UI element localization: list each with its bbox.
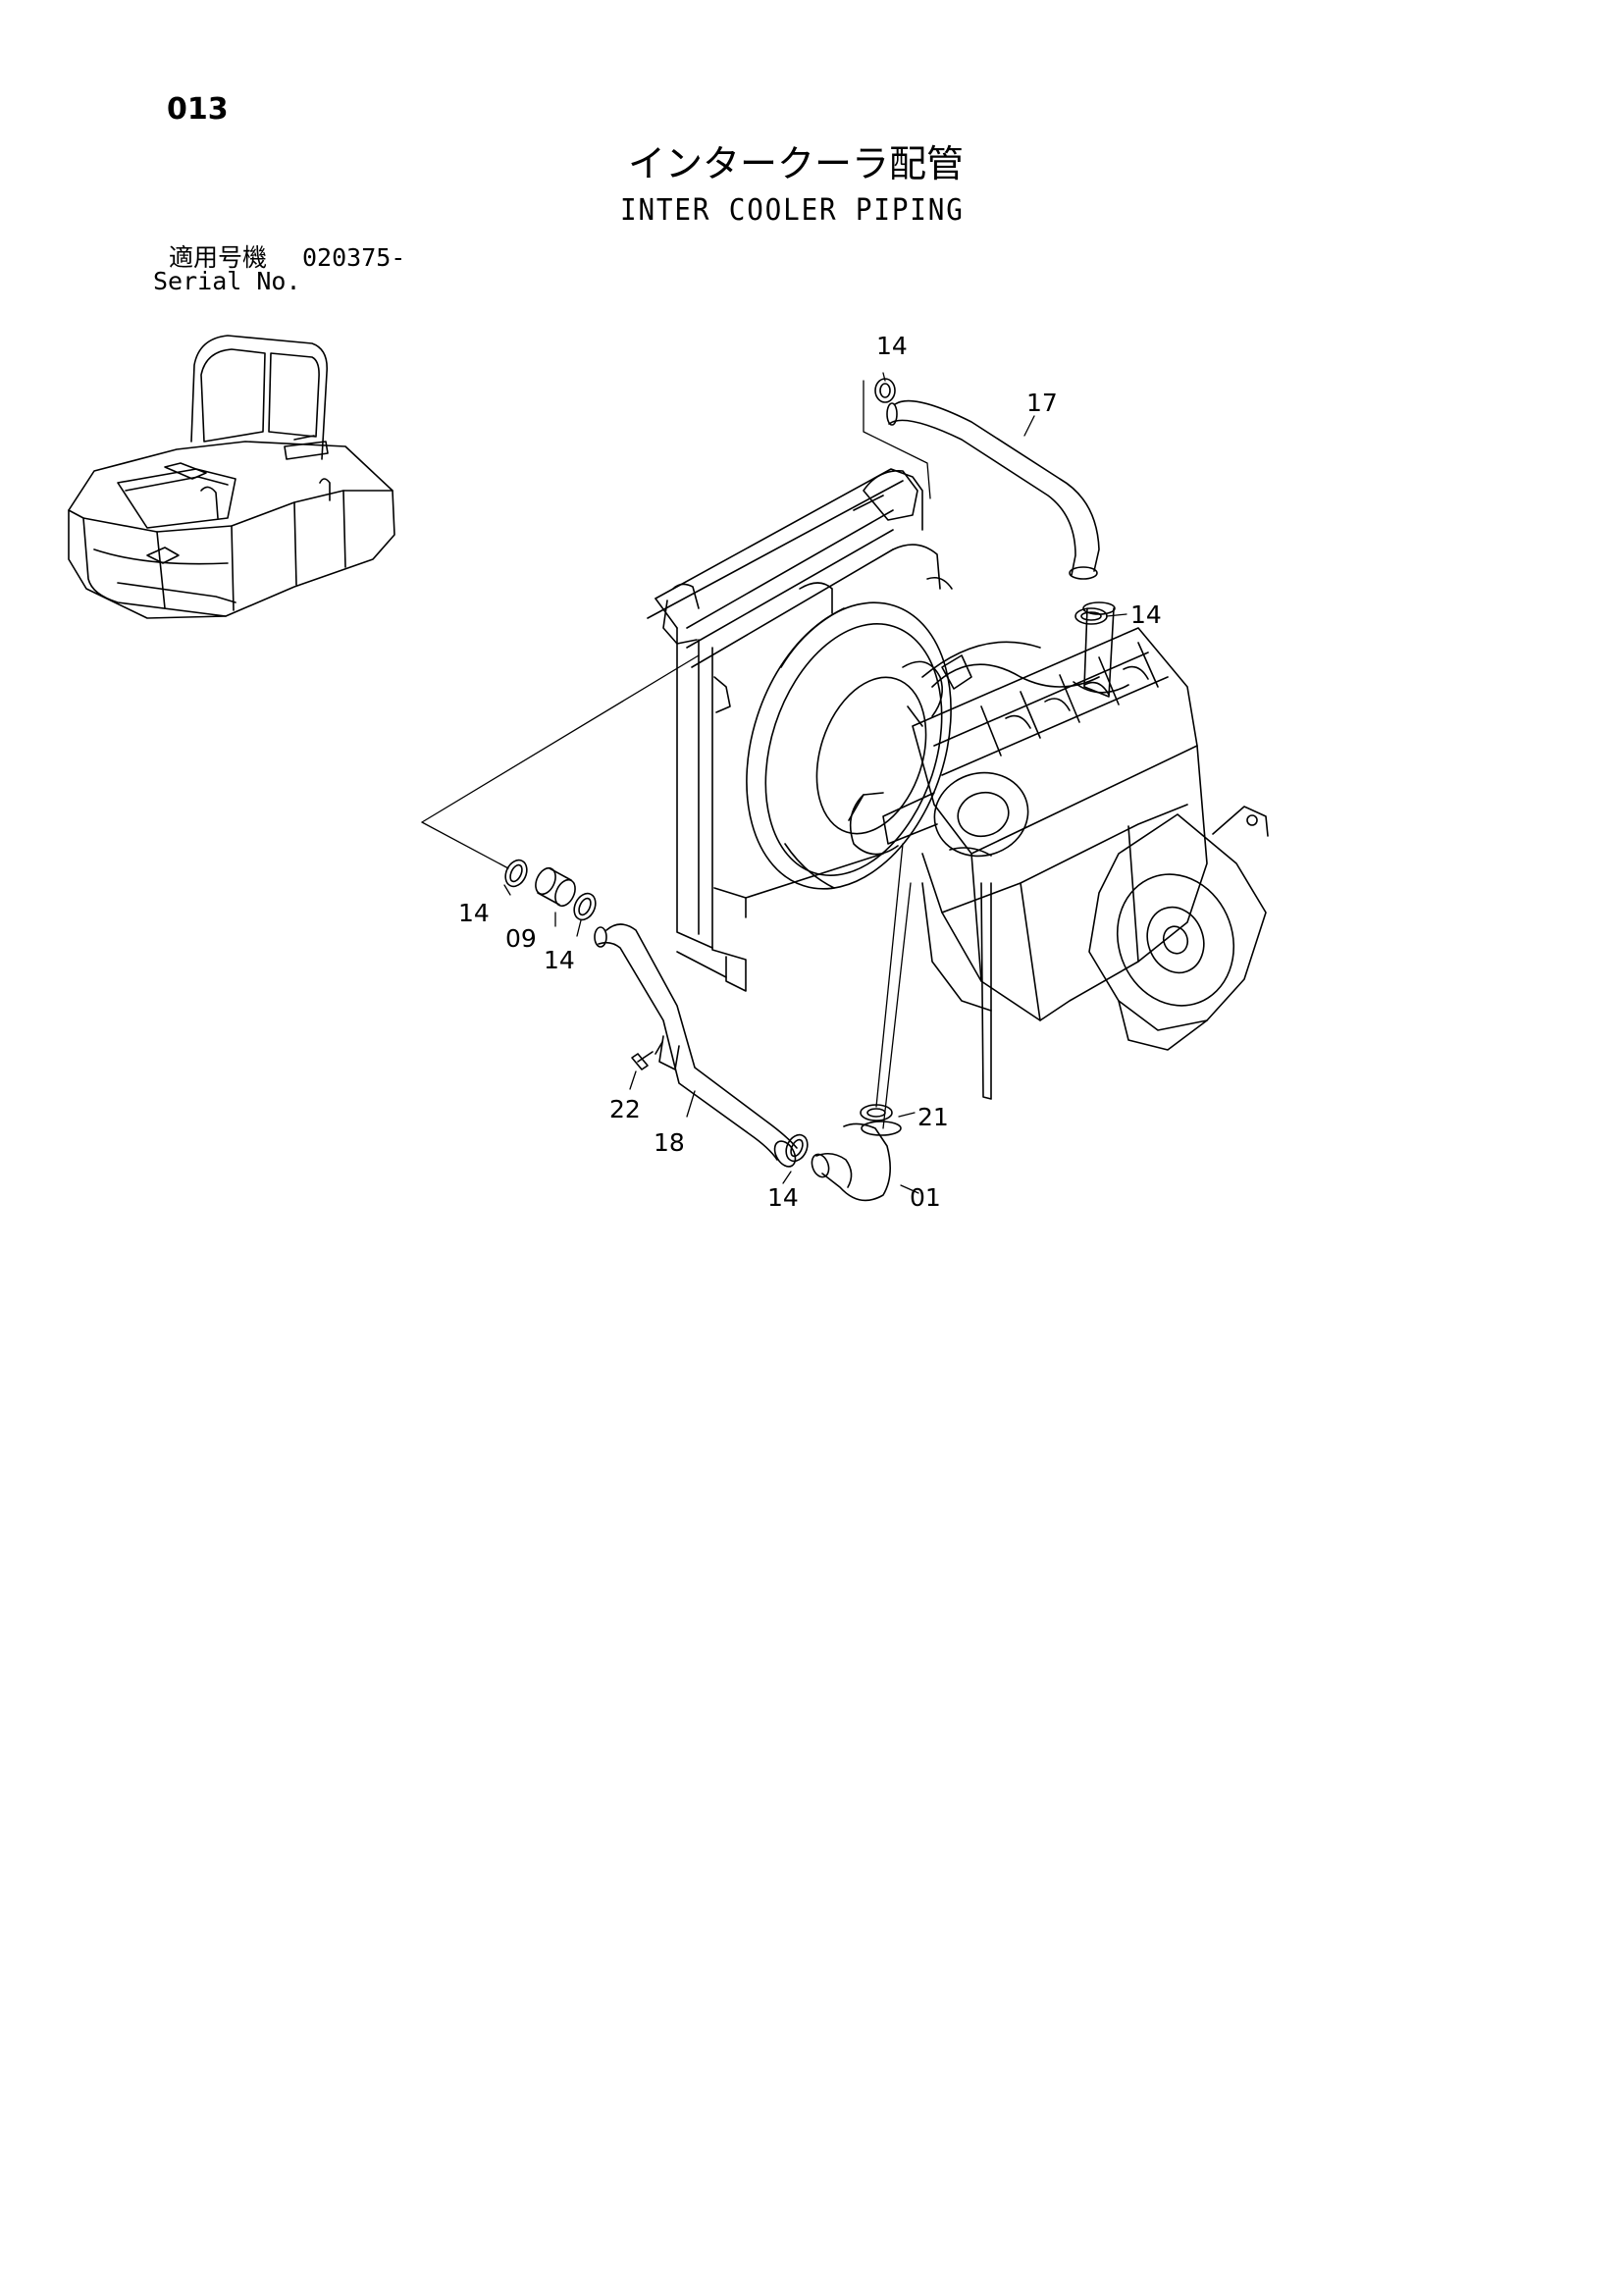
clamp-14-bottom <box>782 1131 812 1165</box>
radiator-intercooler-core <box>648 469 971 991</box>
page-title-english: INTER COOLER PIPING <box>620 193 965 228</box>
serial-label-english: Serial No. <box>153 267 301 295</box>
callout-21: 21 <box>917 1103 949 1131</box>
page-number: 013 <box>167 92 229 127</box>
callout-22: 22 <box>609 1095 641 1123</box>
bolt-22 <box>632 1052 653 1069</box>
callout-01: 01 <box>910 1183 941 1212</box>
hose-18 <box>595 924 800 1171</box>
clamp-14-left-a <box>501 857 531 890</box>
clamp-14-left-b <box>570 890 600 923</box>
clamps <box>501 379 1107 1165</box>
callout-14-left-a: 14 <box>458 899 490 927</box>
callout-09: 09 <box>505 924 537 953</box>
callout-14-left-b: 14 <box>544 946 575 974</box>
excavator-thumbnail <box>69 336 394 618</box>
serial-label-japanese: 適用号機 <box>169 243 268 272</box>
serial-number-value: 020375- <box>302 243 406 272</box>
elbow-01 <box>809 1121 901 1200</box>
flywheel-housing <box>1089 807 1268 1050</box>
fan-shroud <box>711 576 985 915</box>
page-title-japanese: インタークーラ配管 <box>628 142 965 185</box>
clamp-14-right <box>1075 608 1107 624</box>
sleeve-09 <box>532 865 579 910</box>
callout-14-bottom: 14 <box>767 1183 799 1212</box>
leader-lines <box>422 373 1126 1193</box>
callout-18: 18 <box>654 1128 685 1157</box>
callout-14-right: 14 <box>1130 600 1162 629</box>
callout-14-top: 14 <box>876 332 908 360</box>
callout-17: 17 <box>1026 389 1058 417</box>
engine-block <box>849 602 1207 1099</box>
hose-17 <box>887 401 1099 579</box>
clamp-14-top <box>875 379 895 402</box>
